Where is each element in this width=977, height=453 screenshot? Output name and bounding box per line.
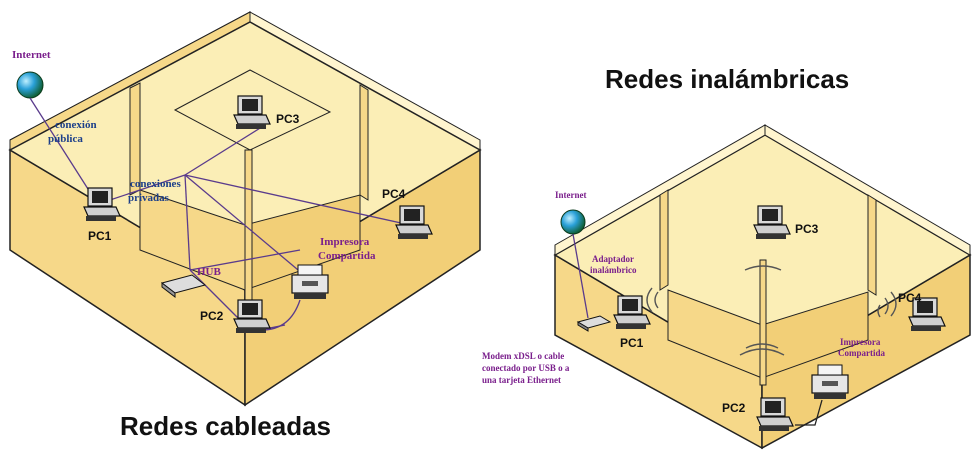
wireless-printer-label-2: Compartida	[838, 348, 885, 358]
wireless-adapter-label-1: Adaptador	[592, 254, 634, 264]
wireless-pc2-label: PC2	[722, 401, 746, 415]
wireless-internet-label: Internet	[555, 190, 587, 200]
wired-printer-label-1: Impresora	[320, 236, 370, 248]
wireless-internet-globe	[560, 209, 589, 319]
wired-public-connection-label-1: conexión	[55, 119, 97, 131]
wired-private-connections-label-1: conexiones	[130, 178, 181, 190]
wired-public-connection-label-2: pública	[48, 133, 83, 145]
wireless-modem-label-2: conectado por USB o a	[482, 363, 570, 373]
wired-internet-globe	[16, 71, 44, 99]
wired-pc3-label: PC3	[276, 112, 300, 126]
wired-private-connections-label-2: privadas	[128, 192, 170, 204]
wireless-printer-label-1: Impresora	[840, 337, 881, 347]
wired-cables	[29, 97, 411, 331]
wireless-printer-cable	[795, 399, 823, 426]
wired-internet-label: Internet	[12, 49, 51, 61]
wired-pc1-label: PC1	[88, 229, 112, 243]
wireless-modem-label-1: Modem xDSL o cable	[482, 351, 564, 361]
wireless-pc3-label: PC3	[795, 222, 819, 236]
wired-pc4-label: PC4	[382, 187, 406, 201]
wireless-pc4-label: PC4	[898, 291, 922, 305]
wired-hub-label: HUB	[197, 266, 222, 278]
wired-pc2-label: PC2	[200, 309, 224, 323]
wireless-signal-waves	[646, 265, 897, 356]
wireless-modem-icon	[576, 315, 612, 332]
wireless-title: Redes inalámbricas	[605, 64, 849, 94]
wireless-adapter-label-2: inalámbrico	[590, 265, 637, 275]
wireless-modem-label-3: una tarjeta Ethernet	[482, 375, 561, 385]
wired-title: Redes cableadas	[120, 411, 331, 441]
wired-building	[8, 11, 482, 407]
wired-hub-icon	[160, 274, 207, 299]
wired-printer-label-2: Compartida	[318, 250, 376, 262]
wireless-pc1-label: PC1	[620, 336, 644, 350]
